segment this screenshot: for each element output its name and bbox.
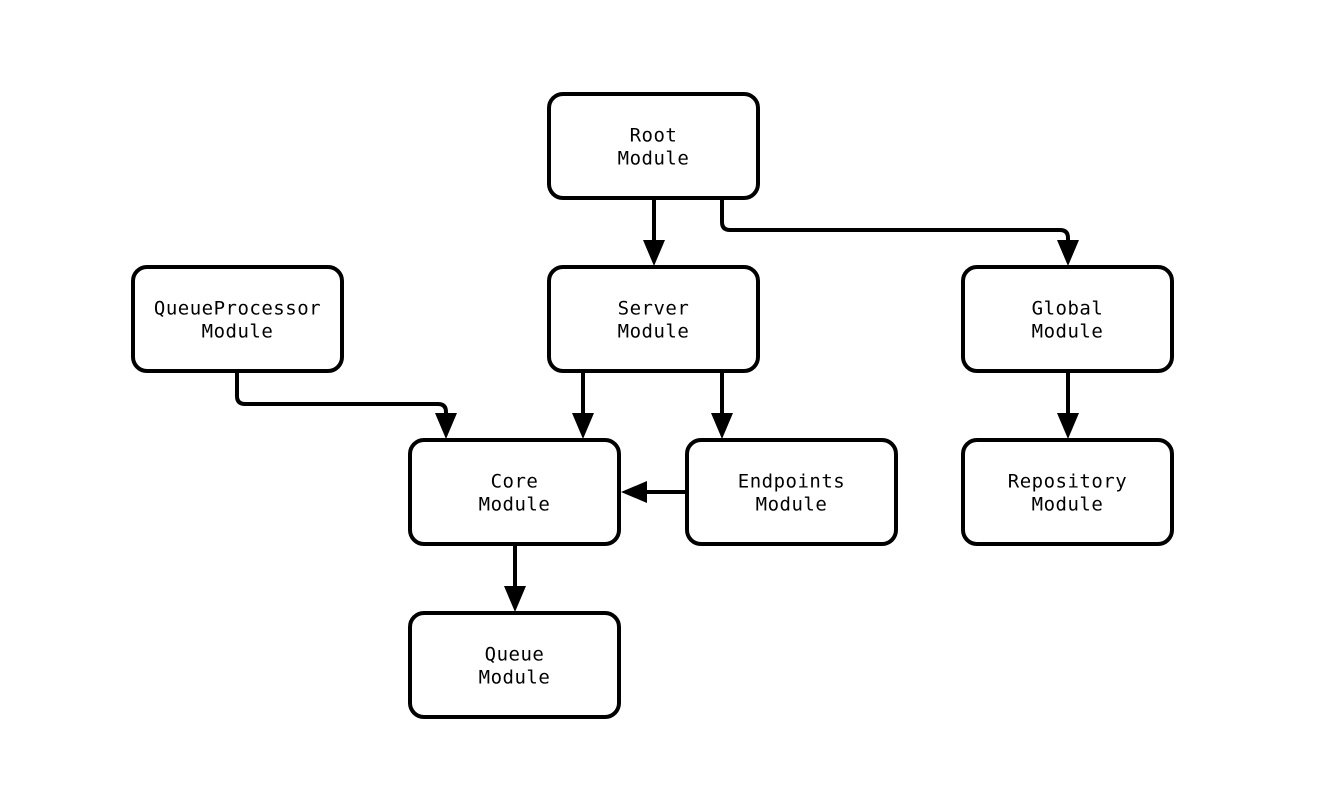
node-layer: Root Module QueueProcessor Module Server… — [131, 92, 1174, 719]
node-endpoints-module-label-line1: Endpoints — [738, 471, 845, 493]
node-endpoints-module-label-line2: Module — [756, 494, 828, 516]
node-server-module-label-line1: Server — [618, 298, 690, 320]
node-repository-module-label-line2: Module — [1032, 494, 1104, 516]
node-queue-module[interactable]: Queue Module — [408, 611, 621, 719]
node-queue-module-label-line2: Module — [479, 667, 551, 689]
edge-queueprocessor-core — [235, 371, 457, 439]
node-root-module-label-line2: Module — [618, 148, 690, 170]
edge-global-repository-arrowhead — [1057, 413, 1079, 439]
node-root-module[interactable]: Root Module — [547, 92, 760, 200]
edge-root-global — [720, 198, 1079, 266]
edge-server-endpoints — [711, 371, 733, 439]
node-queueprocessor-module-box[interactable] — [131, 265, 344, 373]
node-server-module[interactable]: Server Module — [547, 265, 760, 373]
node-core-module-label-line2: Module — [479, 494, 551, 516]
node-core-module-box[interactable] — [408, 438, 621, 546]
edge-queueprocessor-core-line — [235, 371, 448, 423]
edge-root-server-arrowhead — [643, 240, 665, 266]
edge-global-repository — [1057, 371, 1079, 439]
edge-root-server — [643, 198, 665, 266]
node-queue-module-box[interactable] — [408, 611, 621, 719]
edge-endpoints-core-arrowhead — [621, 481, 647, 503]
node-endpoints-module-box[interactable] — [685, 438, 898, 546]
node-root-module-label-line1: Root — [630, 125, 678, 147]
edge-server-core-arrowhead — [572, 413, 594, 439]
edge-layer — [235, 198, 1079, 612]
node-global-module[interactable]: Global Module — [961, 265, 1174, 373]
edge-root-global-line — [720, 198, 1070, 250]
edge-server-core — [572, 371, 594, 439]
edge-core-queue-arrowhead — [504, 586, 526, 612]
node-queueprocessor-module-label-line1: QueueProcessor — [154, 298, 321, 320]
edge-server-endpoints-arrowhead — [711, 413, 733, 439]
node-queueprocessor-module-label-line2: Module — [202, 321, 274, 343]
node-global-module-box[interactable] — [961, 265, 1174, 373]
node-root-module-box[interactable] — [547, 92, 760, 200]
node-repository-module-label-line1: Repository — [1008, 471, 1127, 493]
node-server-module-box[interactable] — [547, 265, 760, 373]
node-repository-module[interactable]: Repository Module — [961, 438, 1174, 546]
node-server-module-label-line2: Module — [618, 321, 690, 343]
node-queueprocessor-module[interactable]: QueueProcessor Module — [131, 265, 344, 373]
node-repository-module-box[interactable] — [961, 438, 1174, 546]
node-global-module-label-line1: Global — [1032, 298, 1104, 320]
edge-endpoints-core — [621, 481, 687, 503]
edge-core-queue — [504, 544, 526, 612]
edge-root-global-arrowhead — [1057, 240, 1079, 266]
node-global-module-label-line2: Module — [1032, 321, 1104, 343]
node-endpoints-module[interactable]: Endpoints Module — [685, 438, 898, 546]
node-core-module-label-line1: Core — [491, 471, 539, 493]
node-queue-module-label-line1: Queue — [485, 644, 545, 666]
edge-queueprocessor-core-arrowhead — [435, 413, 457, 439]
node-core-module[interactable]: Core Module — [408, 438, 621, 546]
